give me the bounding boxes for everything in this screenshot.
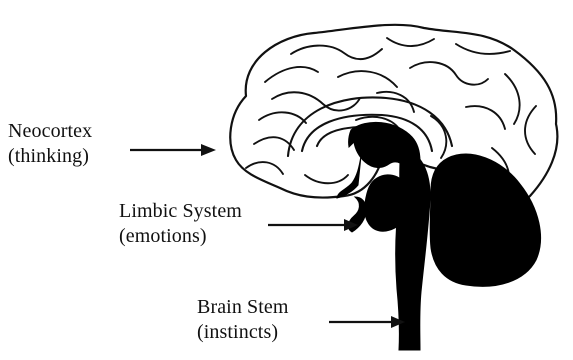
neocortex-label: Neocortex (thinking) — [8, 119, 92, 169]
brain-stem-name: Brain Stem — [197, 295, 289, 320]
brain-stem-label: Brain Stem (instincts) — [197, 295, 289, 345]
brainstem-region — [396, 147, 430, 350]
limbic-system-name: Limbic System — [119, 199, 242, 224]
limbic-system-label: Limbic System (emotions) — [119, 199, 242, 249]
brain-stem-description: (instincts) — [197, 320, 289, 345]
neocortex-arrowhead-icon — [201, 144, 216, 156]
neocortex-name: Neocortex — [8, 119, 92, 144]
neocortex-description: (thinking) — [8, 144, 92, 169]
limbic-system-description: (emotions) — [119, 224, 242, 249]
